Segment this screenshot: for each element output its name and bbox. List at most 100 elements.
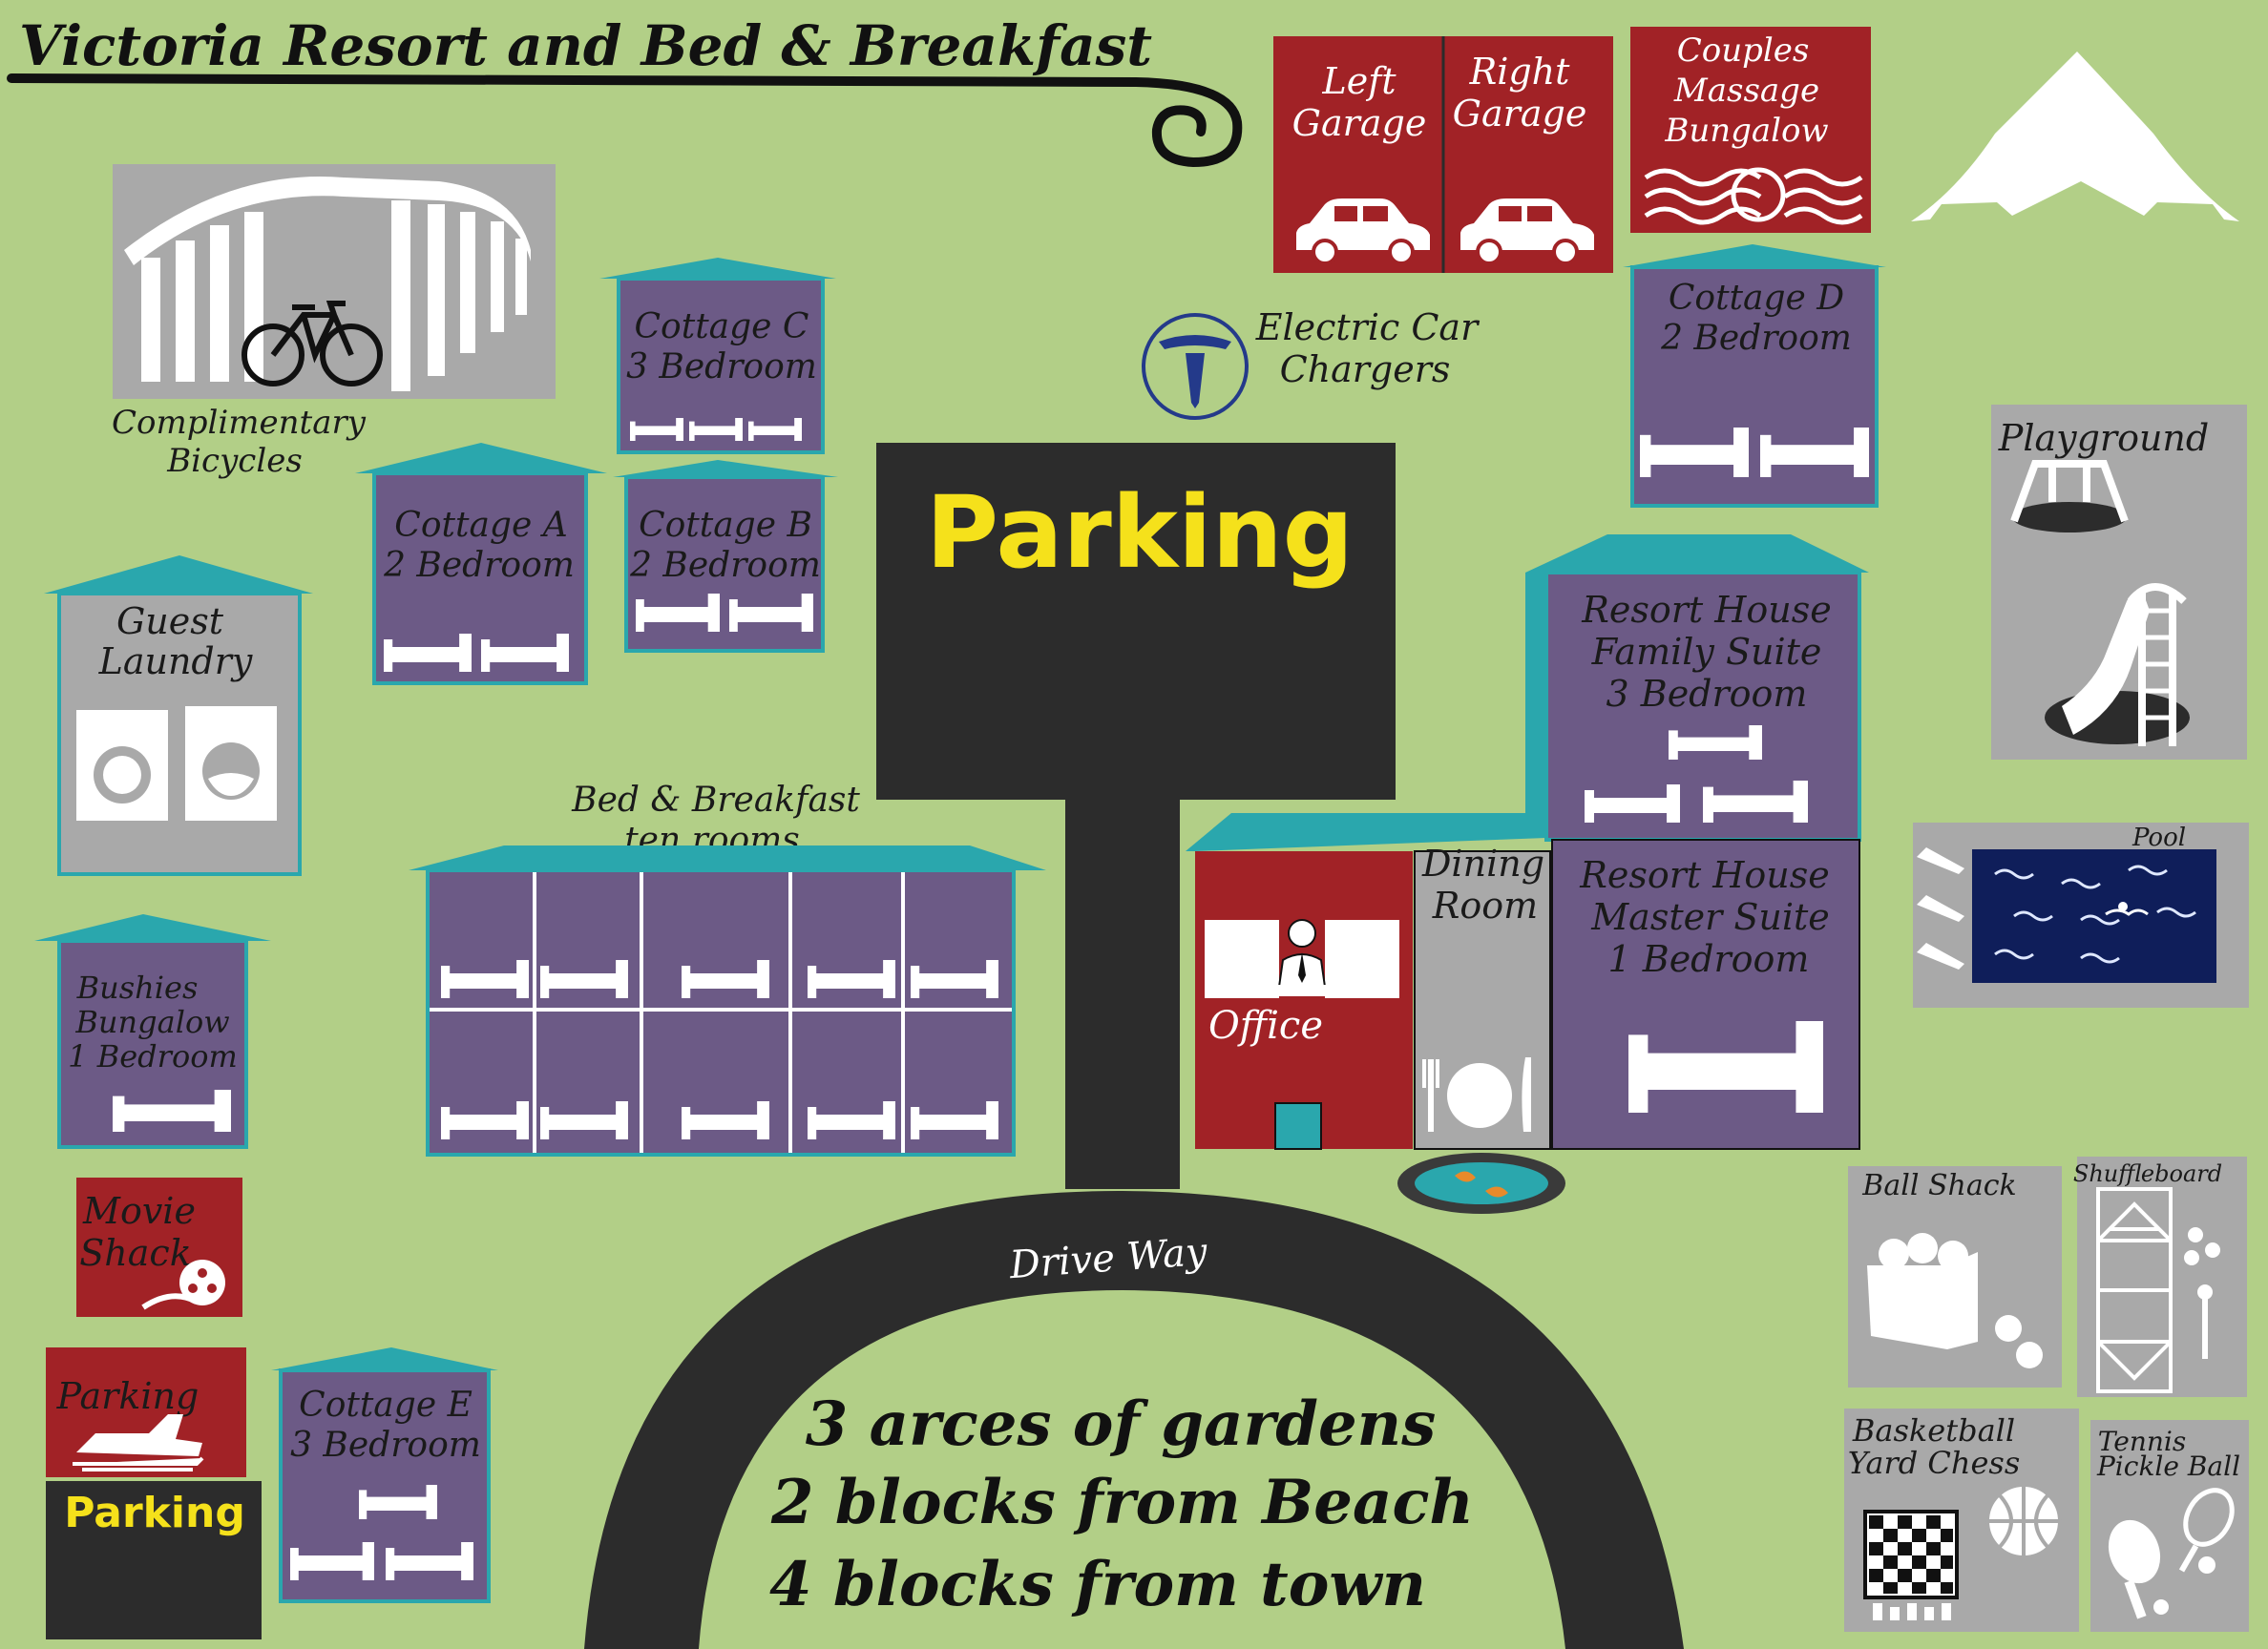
cottage-b-label-2: 2 Bedroom	[629, 546, 821, 585]
tennis-label-2: Pickle Ball	[2096, 1451, 2240, 1482]
ball-shack[interactable]: Ball Shack	[1848, 1166, 2062, 1388]
tagline-3: 4 blocks from town	[769, 1549, 1426, 1620]
tent-icon	[1911, 52, 2239, 221]
office-label: Office	[1208, 1004, 1323, 1048]
basketball-icon	[1985, 1483, 2062, 1559]
swimmer-icon	[2105, 908, 2149, 916]
plate-icon	[1422, 1057, 1531, 1132]
cottage-c-label-1: Cottage C	[635, 307, 809, 346]
massage-label-2: Massage	[1673, 72, 1819, 110]
map-title: Victoria Resort and Bed & Breakfast	[19, 13, 1152, 78]
dining-room[interactable]: Dining Room	[1414, 843, 1551, 1150]
bed-and-breakfast[interactable]	[409, 845, 1046, 1157]
left-garage-label-1: Left	[1321, 60, 1396, 102]
couples-massage-bungalow[interactable]: Couples Massage Bungalow	[1630, 27, 1871, 233]
basketball-yard-chess[interactable]: Basketball Yard Chess	[1844, 1409, 2079, 1632]
koi-pond-icon	[1397, 1153, 1565, 1214]
cottage-d-label-2: 2 Bedroom	[1660, 319, 1852, 358]
bicycles-label-2: Bicycles	[166, 442, 303, 480]
resort-house-roof	[1186, 534, 1869, 851]
resort-house-family-suite[interactable]: Resort House Family Suite 3 Bedroom	[1544, 571, 1861, 842]
master-suite-label-1: Resort House	[1579, 854, 1829, 896]
office[interactable]: Office	[1195, 851, 1413, 1150]
guest-laundry[interactable]: Guest Laundry	[44, 555, 313, 876]
slide-icon	[2062, 583, 2187, 746]
laundry-label-1: Guest	[116, 600, 224, 642]
snowmobile-parking[interactable]: Parking	[46, 1347, 246, 1477]
bushies-label-2: Bungalow	[74, 1004, 229, 1040]
balls-basket-icon	[1867, 1233, 2043, 1368]
shuffleboard-icon	[2096, 1187, 2173, 1393]
title-swirl	[7, 73, 1243, 168]
playground[interactable]: Playground	[1991, 405, 2247, 760]
resort-house-master-suite[interactable]: Resort House Master Suite 1 Bedroom	[1551, 839, 1860, 1150]
cottage-d[interactable]: Cottage D 2 Bedroom	[1623, 244, 1886, 508]
cottage-a[interactable]: Cottage A 2 Bedroom	[355, 443, 607, 685]
master-suite-label-2: Master Suite	[1590, 896, 1830, 938]
tennis-pickle-ball[interactable]: Tennis Pickle Ball	[2090, 1420, 2249, 1632]
garages[interactable]: Left Garage Right Garage	[1273, 36, 1613, 273]
bicycle-icon	[242, 301, 383, 386]
movie-label-1: Movie	[82, 1190, 196, 1232]
chargers-label-2: Chargers	[1280, 348, 1451, 390]
bicycle-shelter[interactable]	[113, 164, 556, 399]
massage-label-3: Bungalow	[1664, 112, 1828, 150]
family-suite-label-2: Family Suite	[1591, 631, 1822, 673]
movie-label-2: Shack	[79, 1232, 191, 1274]
cottage-a-label-1: Cottage A	[394, 506, 567, 545]
bushies-label-1: Bushies	[76, 970, 199, 1006]
tagline-2: 2 blocks from Beach	[770, 1467, 1474, 1538]
electric-car-chargers[interactable]: Electric Car Chargers	[1142, 306, 1480, 420]
cottage-b[interactable]: Cottage B 2 Bedroom	[613, 460, 838, 653]
tagline-1: 3 arces of gardens	[806, 1388, 1436, 1460]
cottage-d-label-1: Cottage D	[1669, 279, 1844, 318]
cottage-e[interactable]: Cottage E 3 Bedroom	[271, 1347, 498, 1603]
receptionist-icon	[1266, 919, 1338, 996]
driveway-stem	[1065, 800, 1180, 1189]
office-door[interactable]	[1274, 1102, 1322, 1150]
cottage-c-label-2: 3 Bedroom	[626, 347, 817, 386]
master-suite-label-3: 1 Bedroom	[1608, 938, 1810, 980]
swing-icon	[2010, 460, 2129, 523]
snowmobile-icon	[73, 1414, 204, 1472]
tennis-racket-icon	[2108, 1488, 2235, 1619]
playground-label: Playground	[1998, 417, 2210, 459]
small-parking-lot[interactable]: Parking	[46, 1481, 262, 1639]
washer-icon	[76, 706, 277, 821]
ball-shack-label: Ball Shack	[1861, 1169, 2016, 1202]
chargers-label-1: Electric Car	[1255, 306, 1480, 348]
massage-hand-icon	[1644, 167, 1863, 225]
pool-label: Pool	[2132, 824, 2186, 852]
tesla-logo-icon	[1142, 313, 1249, 420]
chessboard-icon	[1863, 1510, 1959, 1620]
film-reel-icon	[141, 1260, 225, 1310]
parking-small-black-label: Parking	[64, 1489, 245, 1537]
tennis-label-1: Tennis	[2098, 1426, 2186, 1457]
basketball-label-1: Basketball	[1852, 1412, 2015, 1449]
bushies-label-3: 1 Bedroom	[68, 1038, 238, 1075]
cottage-c[interactable]: Cottage C 3 Bedroom	[599, 258, 836, 454]
cottage-a-label-2: 2 Bedroom	[383, 546, 575, 585]
movie-shack[interactable]: Movie Shack	[76, 1178, 242, 1317]
family-suite-label-3: 3 Bedroom	[1606, 673, 1808, 715]
family-suite-label-1: Resort House	[1581, 589, 1831, 631]
right-garage-label-1: Right	[1469, 51, 1571, 93]
main-parking-lot[interactable]	[876, 443, 1396, 800]
massage-label-1: Couples	[1677, 31, 1810, 70]
bicycles-label-1: Complimentary	[112, 404, 367, 442]
dining-label-1: Dining	[1421, 843, 1544, 885]
shuffleboard[interactable]: Shuffleboard	[2073, 1157, 2247, 1397]
bushies-bungalow[interactable]: Bushies Bungalow 1 Bedroom	[34, 914, 271, 1149]
driveway-arc[interactable]	[584, 1190, 1684, 1649]
laundry-label-2: Laundry	[98, 640, 253, 682]
main-parking-label: Parking	[926, 474, 1354, 591]
parking-small-red-label: Parking	[56, 1375, 200, 1417]
pool[interactable]: Pool	[1913, 823, 2249, 1008]
basketball-label-2: Yard Chess	[1848, 1445, 2021, 1481]
cottage-b-label-1: Cottage B	[639, 506, 812, 545]
lounge-chair-icon	[1917, 847, 1964, 970]
cottage-e-label-1: Cottage E	[299, 1386, 472, 1425]
left-garage-label-2: Garage	[1292, 102, 1427, 144]
dining-label-2: Room	[1432, 885, 1538, 927]
